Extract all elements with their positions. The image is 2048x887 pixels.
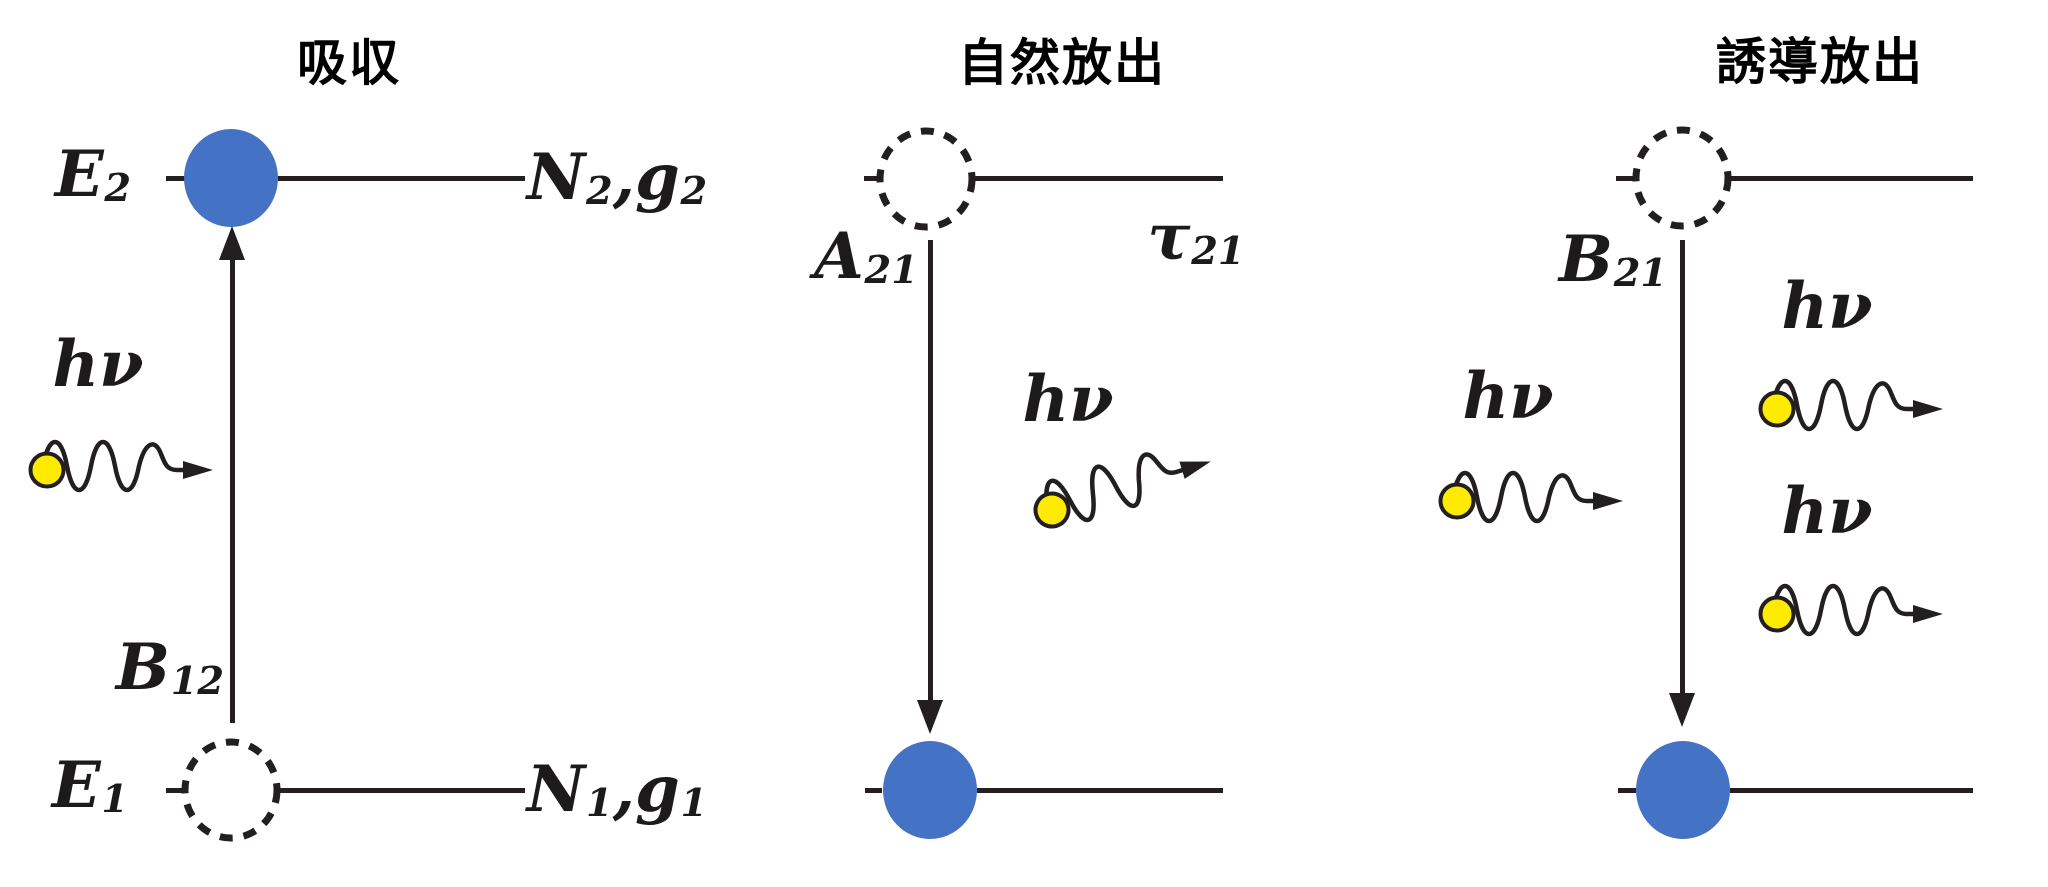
label-hnu-emitted-bottom: hν — [1781, 474, 1873, 549]
label-hnu-incoming: hν — [1462, 359, 1554, 434]
panel-title-absorption: 吸収 — [297, 35, 401, 91]
upper-level-tick — [1616, 176, 1634, 181]
label-n1g1: N1,g1 — [526, 752, 708, 827]
photon-icon-emitted — [1033, 452, 1211, 529]
lower-level-line — [280, 787, 525, 793]
transition-arrow-down-head — [1669, 693, 1695, 727]
label-n2g2: N2,g2 — [526, 140, 708, 215]
upper-level-tick — [864, 176, 882, 181]
lower-level-tick — [1618, 787, 1636, 793]
electron-empty-icon — [1632, 126, 1732, 230]
label-e2: E2 — [54, 137, 132, 212]
transition-arrow-down-shaft — [1679, 240, 1685, 695]
lower-level-line — [1730, 787, 1973, 793]
electron-empty-icon — [181, 738, 281, 842]
photon-icon-incoming — [1438, 471, 1623, 523]
label-b21: B21 — [1558, 222, 1668, 297]
photon-icon-emitted-bottom — [1758, 584, 1943, 636]
electron-filled-icon — [883, 741, 977, 839]
photon-icon-emitted-top — [1758, 379, 1943, 431]
label-tau21: τ21 — [1147, 200, 1245, 275]
lower-level-line — [977, 787, 1223, 793]
electron-filled-icon — [1636, 741, 1730, 839]
upper-level-line — [278, 175, 525, 181]
electron-empty-icon — [876, 127, 976, 231]
transition-arrow-down-head — [917, 700, 943, 734]
label-hnu-absorption: hν — [52, 327, 144, 402]
panel-title-spontaneous: 自然放出 — [958, 35, 1166, 91]
upper-level-line — [1730, 176, 1973, 181]
electron-filled-icon — [184, 129, 278, 227]
panel-title-stimulated: 誘導放出 — [1716, 34, 1924, 90]
label-e1: E1 — [51, 748, 129, 823]
label-hnu-emitted-top: hν — [1781, 269, 1873, 344]
lower-level-tick — [865, 787, 882, 793]
lower-level-tick — [166, 787, 188, 793]
photon-icon-incoming — [28, 440, 213, 492]
transition-arrow-down-shaft — [927, 240, 933, 702]
transition-arrow-up-shaft — [229, 258, 235, 723]
label-b12: B12 — [115, 630, 225, 705]
label-a21: A21 — [814, 219, 918, 294]
upper-level-tick — [166, 175, 186, 181]
label-hnu-spontaneous: hν — [1022, 362, 1114, 437]
upper-level-line — [975, 176, 1223, 181]
transition-arrow-up-head — [219, 226, 245, 260]
